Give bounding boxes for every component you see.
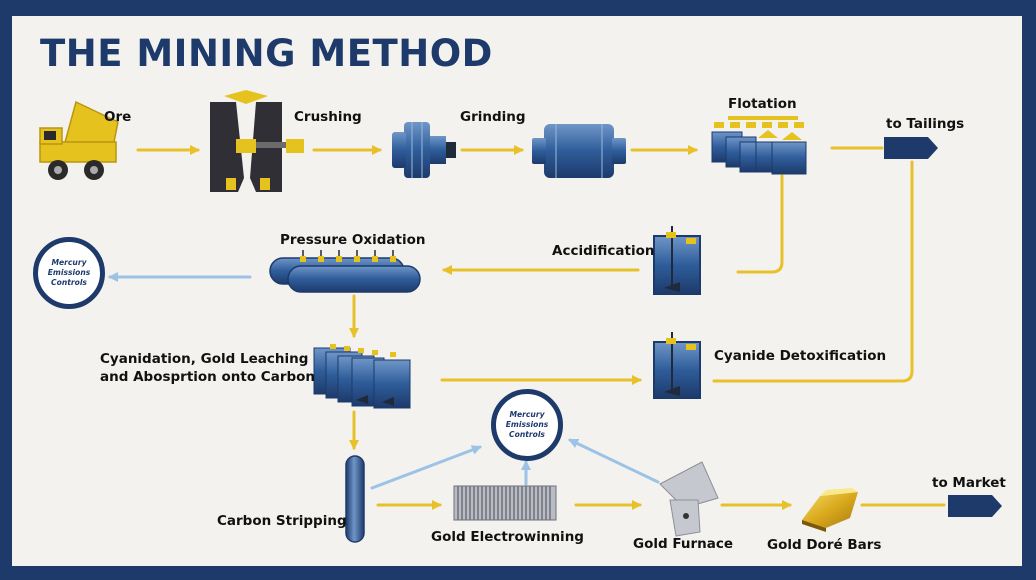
sag-mill-icon bbox=[532, 124, 626, 178]
haul-truck-icon bbox=[39, 100, 119, 180]
label-cyanidation-line1: Cyanidation, Gold Leaching bbox=[100, 351, 309, 367]
label-carbon-stripping: Carbon Stripping bbox=[217, 513, 347, 529]
mercury-line2: Emissions bbox=[47, 268, 91, 277]
label-gold-electrowinning: Gold Electrowinning bbox=[431, 529, 584, 545]
mercury-line2: Emissions bbox=[505, 420, 549, 429]
mercury-line3: Controls bbox=[51, 278, 87, 287]
electrowinning-cell-icon bbox=[453, 485, 557, 521]
flotation-cells-icon bbox=[711, 116, 807, 175]
furnace-icon bbox=[659, 461, 719, 537]
arrow-furnace-emissions bbox=[568, 438, 660, 484]
label-pressure-oxidation: Pressure Oxidation bbox=[280, 232, 426, 248]
label-cyanidation-line2: and Abosprtion onto Carbon bbox=[100, 369, 316, 385]
emission-arrows bbox=[108, 272, 660, 490]
label-gold-furnace: Gold Furnace bbox=[633, 536, 734, 552]
label-gold-dore-bars: Gold Doré Bars bbox=[767, 537, 882, 553]
mercury-emissions-controls-center: Mercury Emissions Controls bbox=[491, 389, 563, 461]
label-cyanide-detox: Cyanide Detoxification bbox=[714, 348, 887, 364]
gold-bar-icon bbox=[802, 488, 858, 532]
label-to-market: to Market bbox=[932, 475, 1006, 491]
line-detox-to-tailings bbox=[712, 160, 914, 383]
mercury-line1: Mercury bbox=[509, 410, 545, 419]
mercury-emissions-controls-left: Mercury Emissions Controls bbox=[33, 237, 105, 309]
autoclave-icon bbox=[269, 250, 421, 293]
label-flotation: Flotation bbox=[728, 96, 797, 112]
label-accidification: Accidification bbox=[552, 243, 655, 259]
page-title: THE MINING METHOD bbox=[40, 32, 493, 75]
line-flotation-to-accidification bbox=[736, 174, 784, 274]
grinding-mill-icon bbox=[392, 122, 456, 178]
leach-tanks-icon bbox=[313, 344, 411, 409]
label-crushing: Crushing bbox=[294, 109, 362, 125]
market-tag bbox=[948, 495, 1002, 517]
tailings-tag bbox=[884, 137, 938, 159]
mercury-line3: Controls bbox=[509, 430, 545, 439]
label-grinding: Grinding bbox=[460, 109, 526, 125]
label-to-tailings: to Tailings bbox=[886, 116, 965, 132]
gold-flow-arrows bbox=[136, 145, 946, 510]
diagram-frame bbox=[12, 16, 1022, 566]
stripping-column-icon bbox=[345, 455, 365, 543]
arrow-stripping-emissions bbox=[370, 445, 482, 490]
label-cyanidation: Cyanidation, Gold Leaching and Abosprtio… bbox=[100, 350, 316, 386]
jaw-crusher-icon bbox=[210, 90, 304, 192]
detox-tank-icon bbox=[653, 332, 701, 399]
accidification-tank-icon bbox=[653, 226, 701, 295]
mercury-line1: Mercury bbox=[51, 258, 87, 267]
label-ore: Ore bbox=[104, 109, 132, 125]
